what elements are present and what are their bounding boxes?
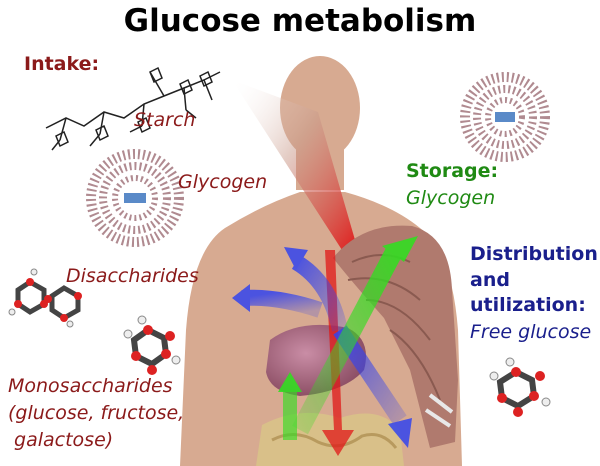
glucose-molecule-intake <box>123 315 181 375</box>
intake-heading: Intake: <box>24 53 100 75</box>
monosaccharides-examples-line2: galactose) <box>8 429 114 451</box>
monosaccharides-label: Monosaccharides <box>8 375 173 397</box>
glycogen-intake-label: Glycogen <box>178 171 268 193</box>
disaccharide-molecule-illustration <box>8 268 82 328</box>
distribution-heading: Distribution and utilization: <box>470 243 598 317</box>
starch-label: Starch <box>134 109 196 131</box>
storage-heading: Storage: <box>406 160 499 182</box>
free-glucose-label: Free glucose <box>470 321 592 343</box>
intake-funnel-shape <box>232 80 355 250</box>
glycogen-molecule-storage <box>460 72 550 162</box>
storage-glycogen-label: Glycogen <box>406 187 496 209</box>
glucose-molecule-free <box>489 357 551 417</box>
monosaccharides-examples-line1: (glucose, fructose, <box>8 402 185 424</box>
starch-molecule-illustration <box>45 66 221 151</box>
glycogen-molecule-intake <box>86 149 184 247</box>
green-arrows <box>278 236 418 440</box>
disaccharides-label: Disaccharides <box>66 265 199 287</box>
diagram-title: Glucose metabolism <box>123 3 477 39</box>
